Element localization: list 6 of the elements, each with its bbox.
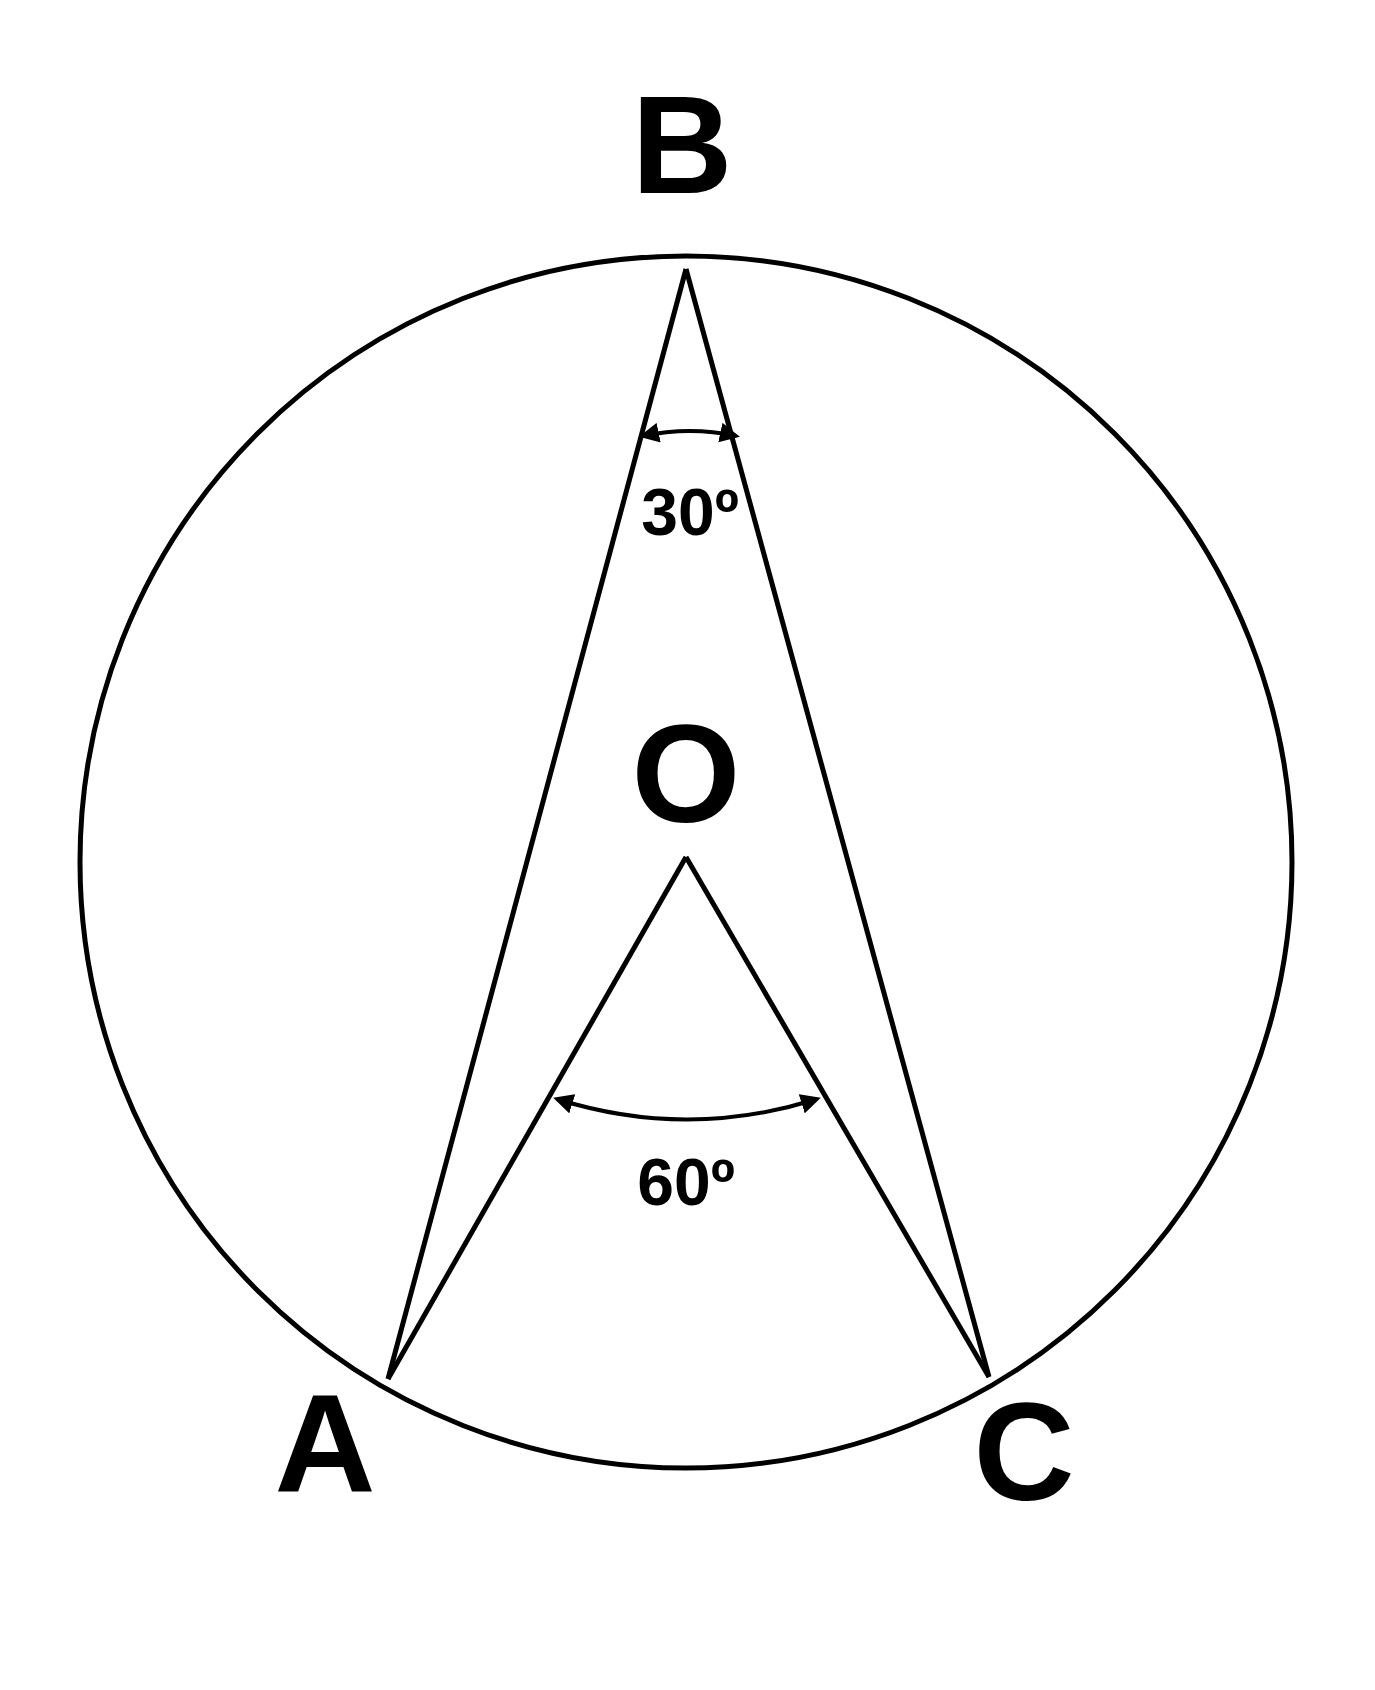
point-label: B — [631, 75, 733, 215]
point-label: C — [973, 1382, 1075, 1522]
angle-label: 30º — [641, 479, 739, 545]
point-label: A — [274, 1374, 376, 1514]
point-label: O — [631, 704, 741, 844]
angle-label: 60º — [637, 1149, 735, 1215]
